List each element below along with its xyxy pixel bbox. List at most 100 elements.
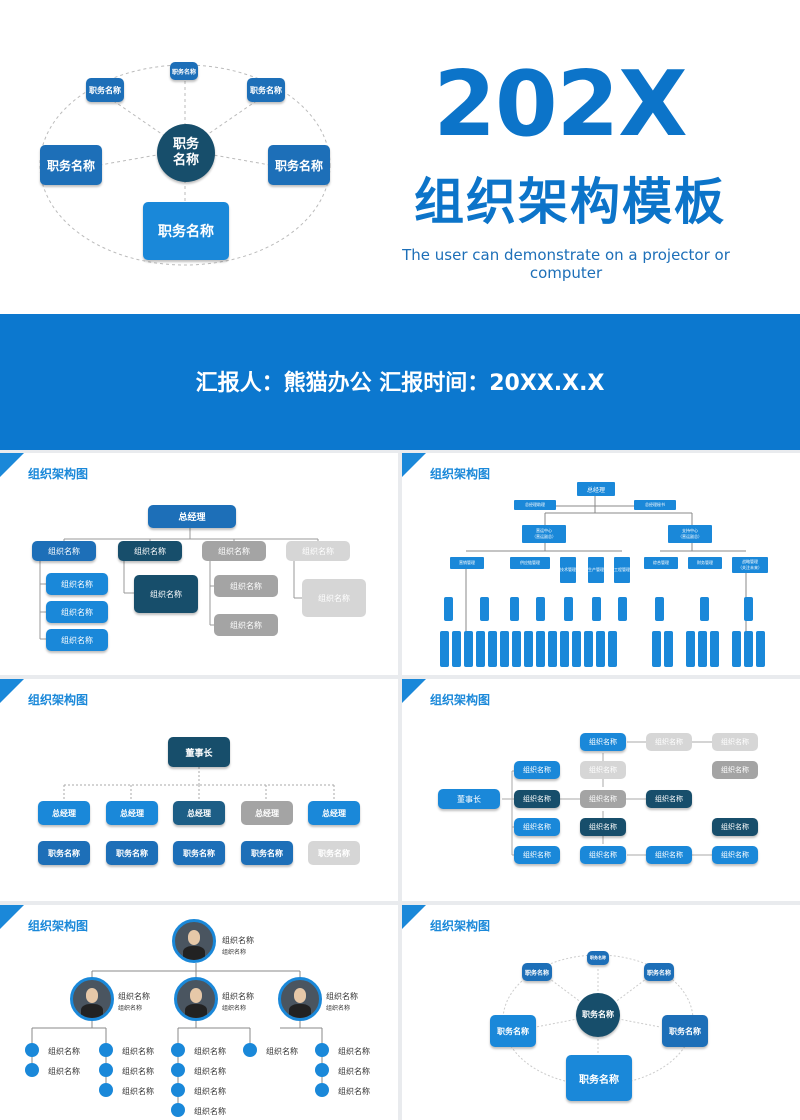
leaf-dot — [171, 1063, 185, 1077]
node-leaf: 组织名称 — [134, 575, 198, 613]
slide-org-chart-6[interactable]: 组织架构图 职务名称 职务名称 职务名称 职务名称 职务名称 职务名称 职务名称 — [402, 905, 800, 1120]
avatar-top — [172, 919, 216, 963]
node-center: 营运中心（营运副总） — [522, 525, 566, 543]
corner-accent — [402, 679, 426, 703]
unit-box — [618, 597, 627, 621]
slide-title: 组织架构图 — [430, 467, 491, 481]
slide-org-chart-2[interactable]: 组织架构图 总经理 总经理助理 总经理秘书 营运中心（营运副总） 支持中心（营运… — [402, 453, 800, 675]
node: 组织名称 — [580, 761, 626, 779]
node: 组织名称 — [646, 733, 692, 751]
node-dept: 技术管理 — [560, 557, 576, 583]
subtitle-english: The user can demonstrate on a projector … — [402, 246, 730, 282]
node-top: 总经理 — [577, 482, 615, 496]
node: 组织名称 — [580, 846, 626, 864]
leaf-label: 组织名称 — [48, 1047, 80, 1056]
node-level3: 职务名称 — [241, 841, 293, 865]
node-level2: 组织名称 — [32, 541, 96, 561]
node-level2: 总经理 — [241, 801, 293, 825]
corner-accent — [402, 905, 426, 929]
hero-node-right: 职务名称 — [268, 145, 330, 185]
slide-org-chart-3[interactable]: 组织架构图 董事长 总经理 总经理 总经理 总经理 总经理 职务名称 职务名称 … — [0, 679, 398, 901]
unit-box — [686, 631, 695, 667]
unit-box — [710, 631, 719, 667]
node: 组织名称 — [712, 818, 758, 836]
unit-box — [452, 631, 461, 667]
node-level3: 职务名称 — [308, 841, 360, 865]
node-top: 董事长 — [168, 737, 230, 767]
node-assistant: 总经理助理 — [514, 500, 556, 510]
leaf-dot — [171, 1043, 185, 1057]
avatar-mid — [70, 977, 114, 1021]
leaf-label: 组织名称 — [266, 1047, 298, 1056]
unit-box — [698, 631, 707, 667]
node-level3: 职务名称 — [38, 841, 90, 865]
unit-box — [700, 597, 709, 621]
node-leaf: 组织名称 — [214, 575, 278, 597]
title-main: 组织架构模板 — [414, 173, 726, 231]
reporter-line: 汇报人：熊猫办公 汇报时间：20XX.X.X — [195, 371, 605, 396]
unit-box — [592, 597, 601, 621]
unit-box — [500, 631, 509, 667]
leaf-dot — [315, 1043, 329, 1057]
node-top: 职务名称 — [587, 951, 609, 965]
unit-box — [584, 631, 593, 667]
slide-title: 组织架构图 — [28, 467, 89, 481]
slide-title: 组织架构图 — [28, 919, 89, 933]
node-dept: 战略管理（关注未来） — [732, 557, 768, 573]
connector-lines — [39, 528, 319, 640]
unit-box — [560, 631, 569, 667]
hero-node-top-right: 职务名称 — [247, 78, 285, 102]
leaf-label: 组织名称 — [122, 1047, 154, 1056]
node: 组织名称 — [580, 790, 626, 808]
hero-node-top-left: 职务名称 — [86, 78, 124, 102]
slide-org-chart-1[interactable]: 组织架构图 总经理 组织名称 组织名称 组织名称 组织名称 组织名称 组织名称 … — [0, 453, 398, 675]
corner-accent — [0, 905, 24, 929]
unit-box — [524, 631, 533, 667]
mid-name: 组织名称 — [326, 992, 358, 1001]
node-top-right: 职务名称 — [644, 963, 674, 981]
mid-name: 组织名称 — [118, 992, 150, 1001]
unit-box — [608, 631, 617, 667]
node-top: 总经理 — [148, 505, 236, 528]
unit-box — [510, 597, 519, 621]
unit-box — [536, 597, 545, 621]
node-root: 董事长 — [438, 789, 500, 809]
leaf-label: 组织名称 — [122, 1067, 154, 1076]
node-center: 支持中心（营运副总） — [668, 525, 712, 543]
unit-box — [732, 631, 741, 667]
unit-box — [476, 631, 485, 667]
node-level2: 总经理 — [308, 801, 360, 825]
leaf-dot — [171, 1083, 185, 1097]
unit-box — [512, 631, 521, 667]
leaf-label: 组织名称 — [194, 1067, 226, 1076]
unit-box — [464, 631, 473, 667]
unit-box — [664, 631, 673, 667]
avatar-mid — [278, 977, 322, 1021]
node: 组织名称 — [712, 761, 758, 779]
node-level2: 总经理 — [106, 801, 158, 825]
leaf-label: 组织名称 — [48, 1067, 80, 1076]
connector-lines — [465, 496, 747, 631]
slide-title: 组织架构图 — [28, 693, 89, 707]
node: 组织名称 — [646, 846, 692, 864]
node-right: 职务名称 — [662, 1015, 708, 1047]
corner-accent — [0, 679, 24, 703]
slide-org-chart-5[interactable]: 组织架构图 组织名称 组织名称 组织名称 组织名称 组织名称 组织名称 组织名称… — [0, 905, 398, 1120]
unit-box — [756, 631, 765, 667]
title-year: 202X — [433, 52, 687, 157]
corner-accent — [402, 453, 426, 477]
center-node: 职务名称 — [576, 993, 620, 1037]
hero-node-left: 职务名称 — [40, 145, 102, 185]
unit-box — [744, 631, 753, 667]
unit-box — [596, 631, 605, 667]
node: 组织名称 — [514, 846, 560, 864]
node-left: 职务名称 — [490, 1015, 536, 1047]
avatar-mid — [174, 977, 218, 1021]
leaf-dot — [99, 1043, 113, 1057]
node-leaf: 组织名称 — [214, 614, 278, 636]
hero-node-top: 职务名称 — [170, 62, 198, 80]
slide-org-chart-4[interactable]: 组织架构图 董事长 组织名称 组织名称 组织名称 组织名称 组织名称 组织名称 … — [402, 679, 800, 901]
unit-box — [548, 631, 557, 667]
leaf-dot — [99, 1063, 113, 1077]
node-leaf: 组织名称 — [46, 601, 108, 623]
